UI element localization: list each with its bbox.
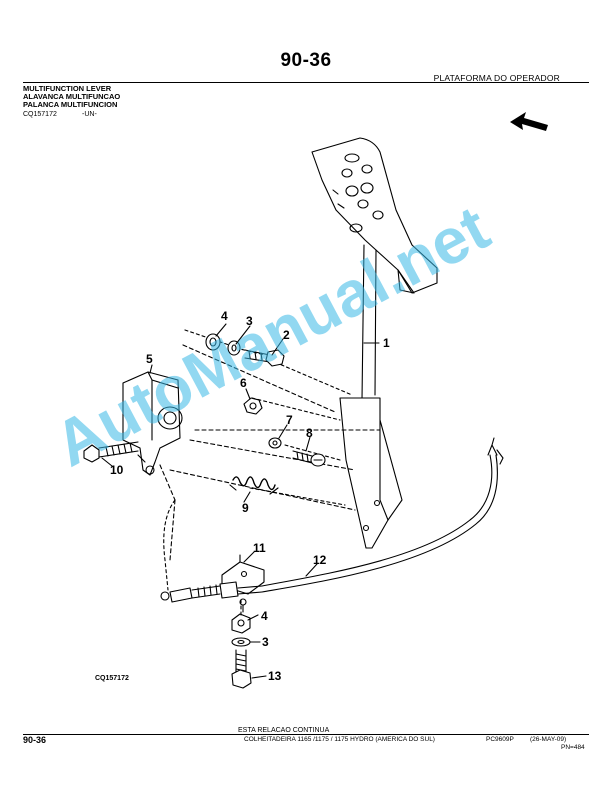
- spring-9: [232, 476, 276, 491]
- front-direction-arrow: [510, 112, 548, 131]
- washer-3-upper: [227, 340, 241, 356]
- publication-date: (26-MAY-09): [530, 736, 567, 743]
- lever-handle: [311, 137, 438, 294]
- title-portuguese: ALAVANCA MULTIFUNCAO: [23, 92, 121, 101]
- callout-5: 5: [146, 352, 153, 366]
- catalog-number: PC9609P: [486, 736, 514, 743]
- title-english: MULTIFUNCTION LEVER: [23, 84, 112, 93]
- nut-6: [243, 397, 263, 415]
- callout-3-lower: 3: [262, 635, 269, 649]
- cable-end-fitting: [160, 581, 263, 613]
- callout-2: 2: [283, 328, 290, 342]
- screw-8: [292, 450, 326, 467]
- callout-4: 4: [221, 309, 228, 323]
- callout-10: 10: [110, 463, 124, 477]
- callout-1: 1: [383, 336, 390, 350]
- washer-3-lower: [231, 637, 251, 647]
- control-cable-12: [261, 437, 504, 593]
- serial-note: -UN-: [82, 111, 97, 118]
- figure-reference: CQ157172: [95, 675, 129, 682]
- callout-8: 8: [306, 426, 313, 440]
- page-sequence: PN=484: [561, 744, 585, 751]
- page-number-bottom: 90-36: [23, 735, 47, 745]
- watermark: AutoManual.net: [43, 191, 501, 480]
- lever-mount-plate: [339, 397, 389, 549]
- callout-11: 11: [253, 541, 266, 555]
- callout-13: 13: [268, 669, 282, 683]
- section-title: PLATAFORMA DO OPERADOR: [433, 73, 560, 83]
- bolt-2: [244, 349, 285, 367]
- header-rule: [23, 82, 589, 83]
- continue-note: ESTA RELACAO CONTINUA: [238, 727, 330, 734]
- callout-3: 3: [246, 314, 253, 328]
- callout-7: 7: [286, 413, 293, 427]
- callout-9: 9: [242, 501, 249, 515]
- lever-shaft: [361, 244, 377, 401]
- nut-4-lower: [231, 613, 251, 634]
- washer-7: [268, 437, 282, 449]
- footer-rule: [23, 734, 589, 735]
- bolt-13: [231, 649, 252, 689]
- machine-model: COLHEITADEIRA 1165 /1175 / 1175 HYDRO (A…: [244, 736, 435, 743]
- bracket-5: [122, 371, 183, 476]
- callout-6: 6: [240, 376, 247, 390]
- title-spanish: PALANCA MULTIFUNCION: [23, 100, 118, 109]
- callout-12: 12: [313, 553, 327, 567]
- page-number-top: 90-36: [280, 50, 332, 71]
- callout-4-lower: 4: [261, 609, 268, 623]
- nut-4-upper: [205, 333, 221, 351]
- illustration-code: CQ157172: [23, 111, 57, 118]
- bolt-10: [83, 441, 139, 463]
